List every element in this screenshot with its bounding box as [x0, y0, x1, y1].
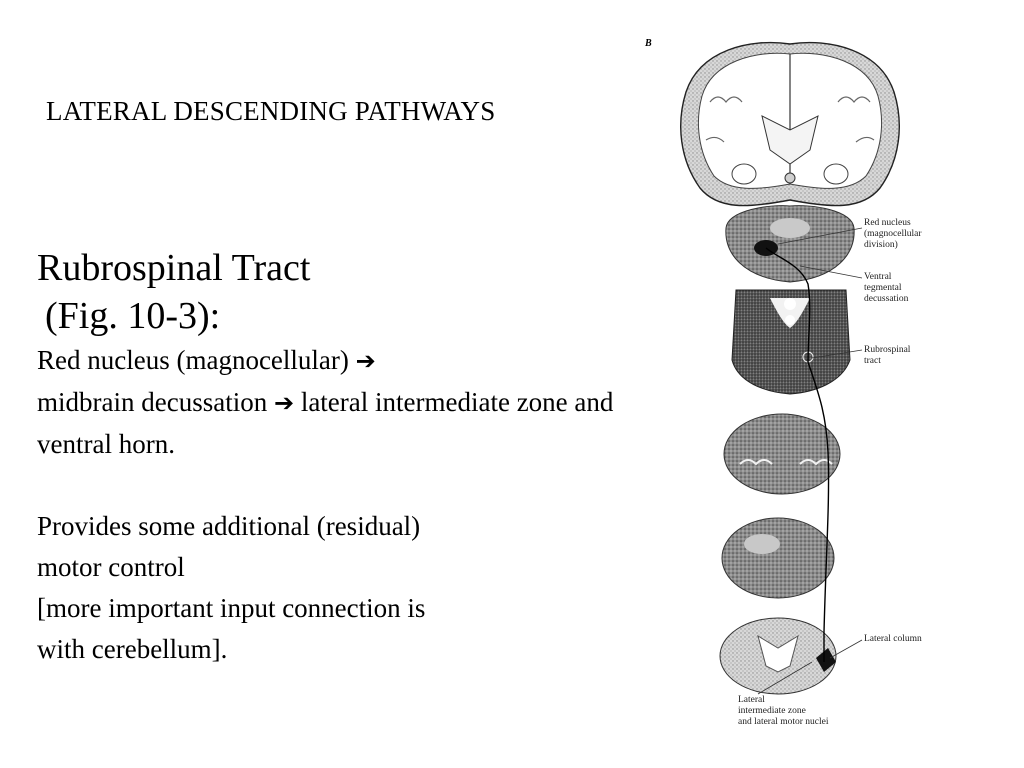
- label-ventral-tegmental-decussation: Ventral tegmental decussation: [864, 272, 908, 305]
- midbrain-section: [725, 205, 855, 283]
- function-line-1: Provides some additional (residual): [37, 511, 421, 541]
- label-leader-lines: [757, 227, 863, 695]
- pathway-description: Red nucleus (magnocellular) ➔ midbrain d…: [37, 340, 617, 465]
- panel-letter: B: [645, 38, 652, 49]
- label-line: Ventral: [864, 272, 892, 282]
- label-line: tegmental: [864, 283, 902, 293]
- function-note: Provides some additional (residual) moto…: [37, 506, 617, 670]
- medulla-section: [723, 413, 841, 495]
- figure-reference-text: (Fig. 10-3):: [45, 295, 221, 337]
- coronal-section: [680, 41, 900, 207]
- rubrospinal-figure: B Red nucleus (magnocellular division) V…: [640, 32, 948, 734]
- label-line: Rubrospinal: [864, 345, 911, 355]
- label-line: Lateral column: [864, 634, 922, 644]
- label-line: decussation: [864, 294, 909, 304]
- arrow-right-icon: ➔: [355, 347, 376, 375]
- slide-title: LATERAL DESCENDING PATHWAYS: [46, 96, 496, 126]
- rubrospinal-tract-line: [765, 247, 830, 662]
- label-line: division): [864, 240, 898, 250]
- label-line: intermediate zone: [738, 706, 806, 716]
- figure-reference: (Fig. 10-3):: [37, 292, 617, 340]
- caudal-medulla-section: [721, 517, 835, 599]
- arrow-right-icon: ➔: [273, 389, 295, 417]
- body-text: Rubrospinal Tract (Fig. 10-3): Red nucle…: [37, 244, 617, 670]
- label-red-nucleus: Red nucleus (magnocellular division): [864, 218, 922, 251]
- pons-section: [731, 289, 851, 395]
- spinal-cord-section: [719, 617, 837, 695]
- label-line: Red nucleus: [864, 218, 911, 228]
- label-lateral-intermediate-zone: Lateral intermediate zone and lateral mo…: [738, 695, 828, 728]
- label-line: Lateral: [738, 695, 765, 705]
- brain-section-illustration: [680, 41, 900, 695]
- target-text: lateral intermediate zone and ventral ho…: [37, 387, 614, 459]
- origin-text: Red nucleus (magnocellular): [37, 345, 349, 375]
- function-line-2: motor control: [37, 552, 185, 582]
- label-line: (magnocellular: [864, 229, 922, 239]
- label-line: and lateral motor nuclei: [738, 717, 829, 727]
- function-line-4: with cerebellum].: [37, 634, 228, 664]
- label-line: tract: [864, 356, 881, 366]
- label-lateral-column: Lateral column: [864, 634, 922, 645]
- label-rubrospinal-tract: Rubrospinal tract: [864, 345, 910, 367]
- decussation-text: midbrain decussation: [37, 387, 268, 417]
- function-line-3: [more important input connection is: [37, 593, 426, 623]
- tract-heading: Rubrospinal Tract: [37, 247, 311, 289]
